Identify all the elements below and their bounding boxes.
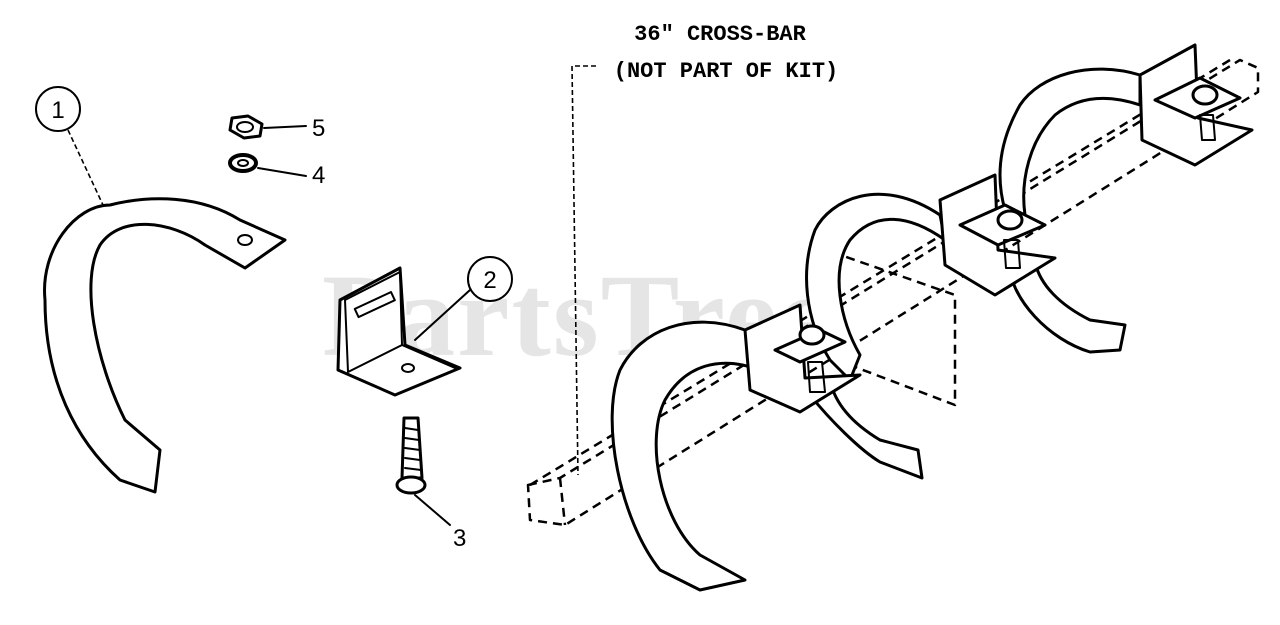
callout-1: 1 bbox=[35, 86, 104, 206]
washer-part-4: 4 bbox=[228, 153, 325, 189]
cross-bar-label-line2: (NOT PART OF KIT) bbox=[614, 59, 838, 84]
cross-bar-label: 36" CROSS-BAR (NOT PART OF KIT) bbox=[571, 22, 838, 476]
tine-assembled-b bbox=[805, 192, 1127, 382]
callout-2-label: 2 bbox=[483, 267, 496, 294]
callout-1-label: 1 bbox=[51, 97, 64, 124]
callout-5-label: 5 bbox=[312, 115, 325, 142]
tine-part-1 bbox=[43, 197, 287, 494]
bolt-part-3: 3 bbox=[395, 416, 466, 552]
assembly-view: 36" CROSS-BAR (NOT PART OF KIT) bbox=[526, 22, 1260, 592]
nut-part-5: 5 bbox=[228, 114, 325, 142]
bracket-assembly-b bbox=[938, 173, 1057, 297]
mounting-hole-icon bbox=[237, 234, 253, 246]
callout-3-label: 3 bbox=[453, 525, 466, 552]
cross-bar-label-line1: 36" CROSS-BAR bbox=[634, 22, 806, 47]
bracket-part-2 bbox=[336, 266, 462, 397]
bracket-assembly-a bbox=[743, 303, 862, 414]
callout-4-label: 4 bbox=[312, 162, 325, 189]
tine-assembled-a bbox=[610, 320, 924, 592]
tine-assembled-c bbox=[998, 67, 1142, 217]
bracket-assembly-c bbox=[1138, 43, 1254, 167]
callout-2: 2 bbox=[414, 256, 513, 341]
